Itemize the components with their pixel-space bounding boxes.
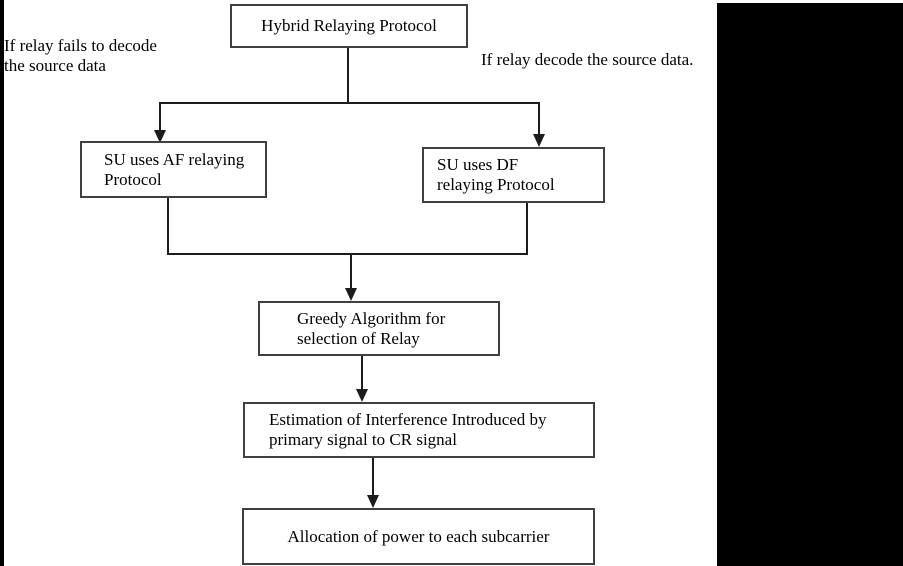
connector-to-greedy: [350, 253, 352, 288]
connector-to-af: [159, 102, 161, 131]
connector-merge-horizontal: [167, 253, 528, 255]
node-hybrid-relaying-protocol: Hybrid Relaying Protocol: [230, 4, 468, 48]
node-su-df-relaying: SU uses DF relaying Protocol: [422, 147, 605, 203]
connector-to-df: [538, 102, 540, 135]
right-black-panel: [717, 3, 903, 566]
node-greedy-algorithm: Greedy Algorithm for selection of Relay: [258, 301, 500, 356]
edge-label-relay-fails: If relay fails to decode the source data: [4, 36, 157, 75]
connector-branch-horizontal: [159, 102, 540, 104]
node-label-greedy: Greedy Algorithm for selection of Relay: [297, 308, 446, 348]
node-label-df: SU uses DF relaying Protocol: [437, 155, 555, 194]
arrowhead-to-af-icon: [154, 130, 166, 143]
connector-hybrid-down: [347, 48, 349, 103]
arrowhead-to-estimation-icon: [356, 389, 368, 402]
node-label-af: SU uses AF relaying Protocol: [104, 149, 245, 189]
node-su-af-relaying: SU uses AF relaying Protocol: [80, 141, 267, 198]
node-label-allocation: Allocation of power to each subcarrier: [287, 526, 550, 546]
node-power-allocation: Allocation of power to each subcarrier: [242, 508, 595, 565]
node-label-hybrid: Hybrid Relaying Protocol: [261, 16, 437, 35]
connector-df-down: [526, 203, 528, 255]
arrowhead-to-df-icon: [533, 134, 545, 147]
node-interference-estimation: Estimation of Interference Introduced by…: [243, 402, 595, 458]
node-label-estimation: Estimation of Interference Introduced by…: [269, 410, 547, 449]
left-black-border: [0, 0, 4, 566]
edge-label-relay-decodes: If relay decode the source data.: [481, 50, 694, 69]
connector-af-down: [167, 198, 169, 255]
arrowhead-to-greedy-icon: [345, 288, 357, 301]
arrowhead-to-allocation-icon: [367, 495, 379, 508]
connector-to-allocation: [372, 458, 374, 496]
connector-to-estimation: [361, 356, 363, 390]
